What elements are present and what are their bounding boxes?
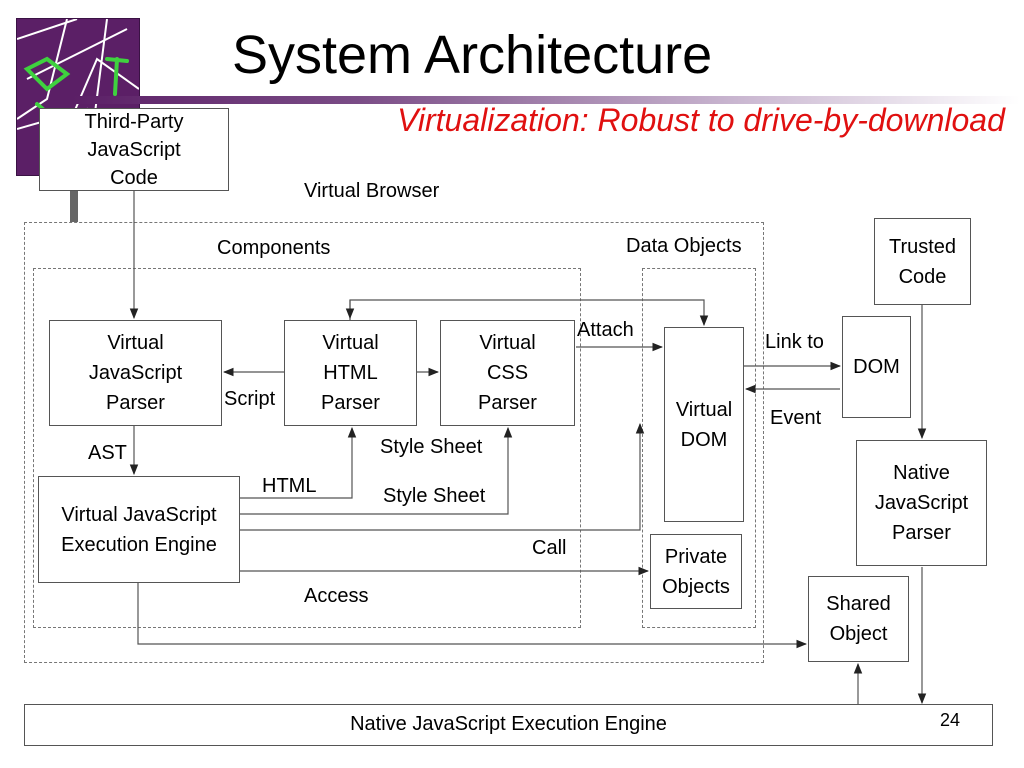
event-label: Event <box>770 407 822 429</box>
native-js-engine-box: Native JavaScript Execution Engine <box>24 704 993 746</box>
data-objects-label: Data Objects <box>626 235 742 257</box>
dom-box: DOM <box>842 316 911 418</box>
shared-object-box: Shared Object <box>808 576 909 662</box>
native-js-parser-box: Native JavaScript Parser <box>856 440 987 566</box>
virtual-css-parser-box: Virtual CSS Parser <box>440 320 575 426</box>
title-underline <box>72 96 1020 104</box>
ast-label: AST <box>88 442 127 464</box>
style-sheet-label-2: Style Sheet <box>383 485 486 507</box>
script-label: Script <box>224 388 276 410</box>
third-party-code-box: Third-Party JavaScript Code <box>39 108 229 191</box>
components-label: Components <box>217 237 331 259</box>
virtual-js-parser-box: Virtual JavaScript Parser <box>49 320 222 426</box>
access-label: Access <box>304 585 369 607</box>
call-label: Call <box>532 537 567 559</box>
virtual-browser-label: Virtual Browser <box>304 180 440 202</box>
virtual-dom-box: Virtual DOM <box>664 327 744 522</box>
trusted-code-box: Trusted Code <box>874 218 971 305</box>
title-stem <box>70 174 78 222</box>
slide-title: System Architecture <box>232 25 713 85</box>
virtual-js-engine-box: Virtual JavaScript Execution Engine <box>38 476 240 583</box>
virtual-html-parser-box: Virtual HTML Parser <box>284 320 417 426</box>
html-label: HTML <box>262 475 317 497</box>
link-to-label: Link to <box>765 331 824 353</box>
page-number: 24 <box>940 710 961 730</box>
private-objects-box: Private Objects <box>650 534 742 609</box>
virtual-browser-region <box>24 222 764 663</box>
style-sheet-label-1: Style Sheet <box>380 436 483 458</box>
slide-subtitle: Virtualization: Robust to drive-by-downl… <box>397 102 1005 138</box>
attach-label: Attach <box>577 319 634 341</box>
